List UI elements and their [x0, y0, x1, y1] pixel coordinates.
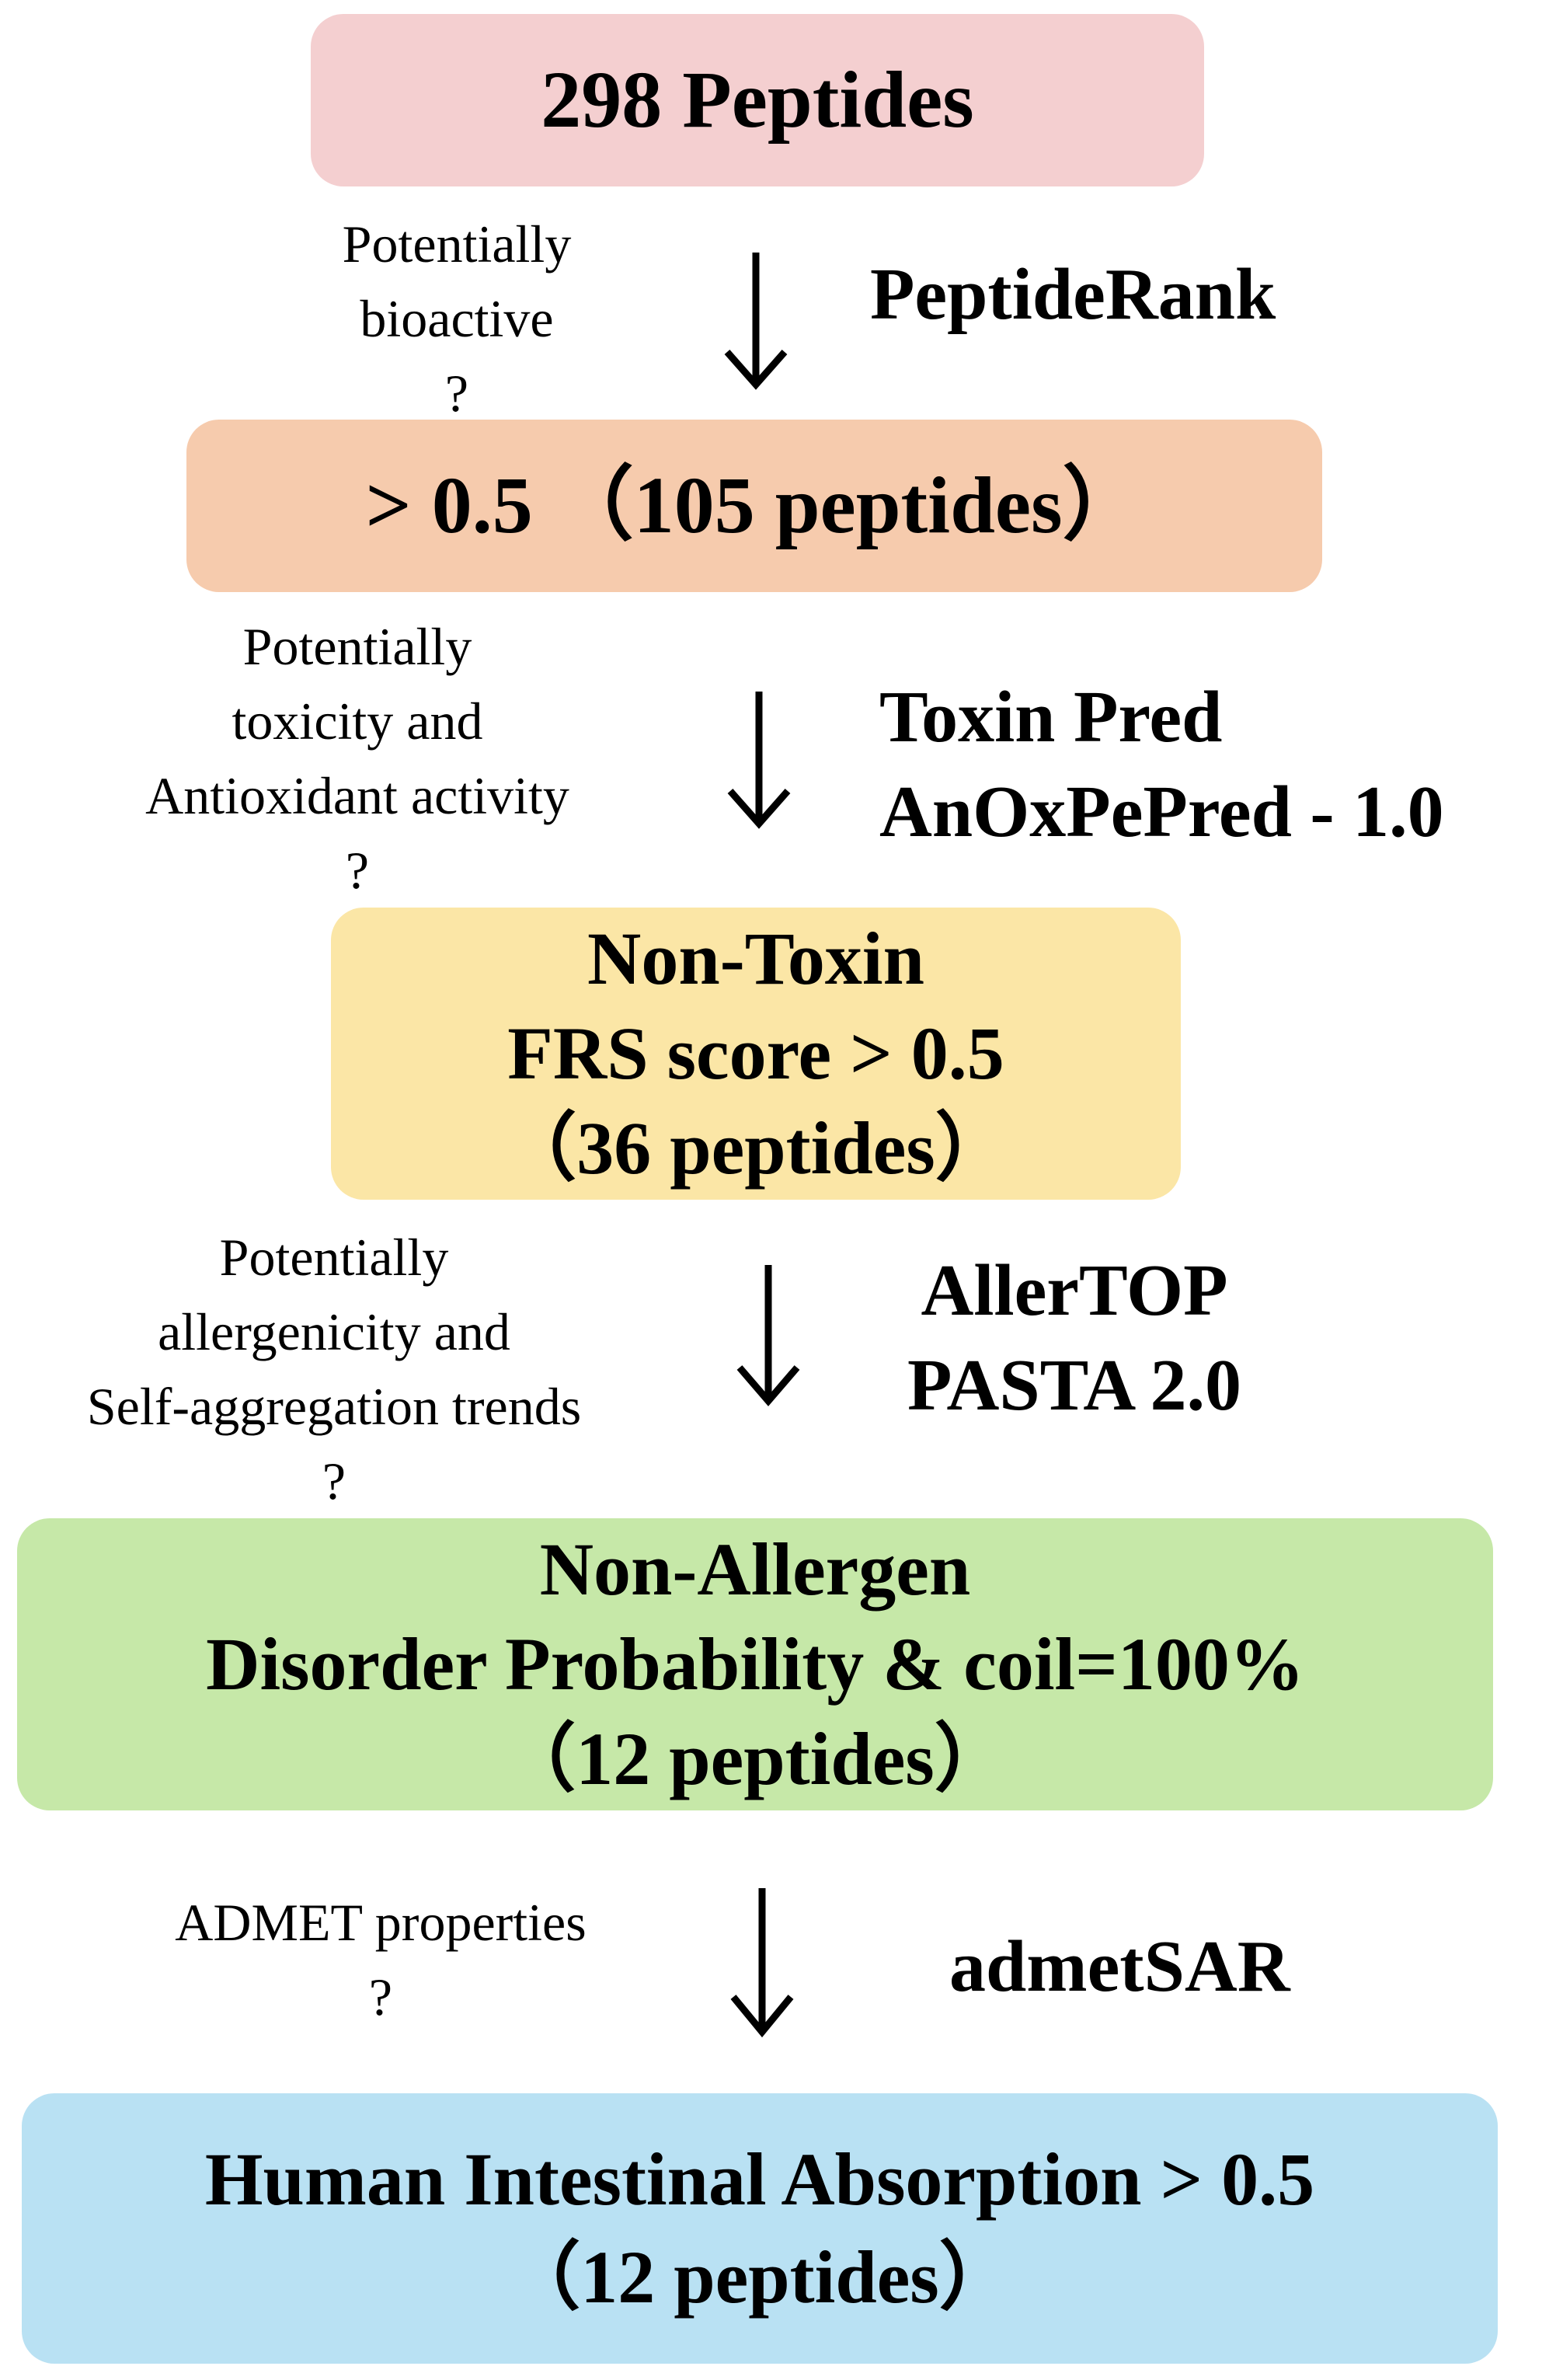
question-line: ? [322, 1451, 346, 1511]
box-label: Disorder Probability & coil=100% [206, 1622, 1304, 1706]
box-label: （36 peptides） [502, 1106, 1010, 1190]
question-line: bioactive [360, 289, 554, 348]
box-non-toxin: Non-Toxin FRS score > 0.5 （36 peptides） [331, 908, 1181, 1200]
box-intestinal-absorption: Human Intestinal Absorption > 0.5 （12 pe… [22, 2093, 1498, 2364]
down-arrow-icon [724, 692, 794, 829]
box-non-allergen: Non-Allergen Disorder Probability & coil… [17, 1518, 1493, 1810]
question-line: Potentially [342, 214, 572, 274]
down-arrow-icon [721, 253, 791, 390]
step-tools-peptiderank: PeptideRank [870, 247, 1276, 342]
step-question-bioactive: Potentially bioactive ? [301, 207, 612, 430]
question-line: ADMET properties [175, 1893, 587, 1952]
question-line: ? [444, 364, 469, 423]
box-label: Human Intestinal Absorption > 0.5 [204, 2138, 1315, 2221]
tool-name: AnOxPePred - 1.0 [879, 772, 1444, 852]
box-peptiderank-result: > 0.5 （105 peptides） [186, 420, 1322, 592]
box-label: > 0.5 （105 peptides） [365, 461, 1144, 550]
tool-name: admetSAR [949, 1926, 1290, 2007]
question-line: toxicity and [231, 692, 483, 751]
box-label: （12 peptides） [501, 1717, 1009, 1800]
step-question-admet: ADMET properties ? [109, 1885, 653, 2034]
tool-name: PeptideRank [870, 254, 1276, 335]
box-298-peptides: 298 Peptides [311, 14, 1204, 186]
step-tools-allertop: AllerTOP PASTA 2.0 [907, 1243, 1241, 1433]
question-line: Potentially [242, 617, 472, 676]
tool-name: Toxin Pred [879, 677, 1223, 758]
box-label: （12 peptides） [506, 2235, 1014, 2319]
step-question-allergenicity: Potentially allergenicity and Self-aggre… [16, 1220, 653, 1518]
down-arrow-icon [727, 1888, 797, 2038]
question-line: ? [368, 1967, 393, 2026]
step-tools-toxinpred: Toxin Pred AnOxPePred - 1.0 [879, 670, 1444, 859]
question-line: Self-aggregation trends [86, 1377, 582, 1436]
box-label: Non-Allergen [539, 1528, 971, 1611]
question-line: Potentially [219, 1228, 449, 1287]
question-line: allergenicity and [158, 1302, 510, 1361]
step-question-toxicity: Potentially toxicity and Antioxidant act… [78, 609, 637, 908]
step-tools-admetsar: admetSAR [949, 1919, 1290, 2014]
box-label: FRS score > 0.5 [507, 1012, 1004, 1095]
box-label: Non-Toxin [587, 917, 924, 1000]
box-label: 298 Peptides [541, 55, 974, 145]
question-line: Antioxidant activity [145, 766, 569, 825]
question-line: ? [345, 841, 370, 900]
tool-name: AllerTOP [921, 1250, 1228, 1331]
tool-name: PASTA 2.0 [907, 1345, 1242, 1426]
down-arrow-icon [733, 1265, 803, 1406]
